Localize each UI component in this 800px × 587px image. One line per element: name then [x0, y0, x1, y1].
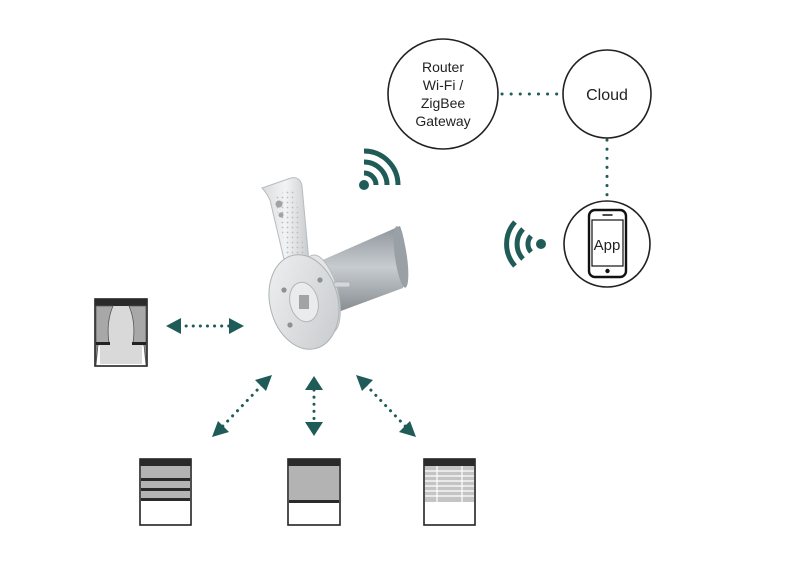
motor-device-icon: [261, 177, 409, 350]
shade-icon: [287, 458, 341, 526]
cloud-node: Cloud: [562, 49, 652, 139]
roller-blind-icon: [139, 458, 192, 526]
router-label-line-2: Wi-Fi /: [423, 77, 464, 93]
arrow-device-curtain: [166, 318, 244, 334]
cloud-label: Cloud: [586, 87, 628, 104]
router-label-line-1: Router: [422, 59, 464, 75]
curtain-icon: [94, 298, 148, 367]
router-node: Router Wi-Fi / ZigBee Gateway: [387, 38, 499, 150]
arrow-device-roller-blind: [212, 375, 272, 437]
phone-node: App: [563, 200, 651, 288]
wifi-signal-icon: [504, 220, 546, 268]
router-label-line-3: ZigBee: [421, 95, 466, 111]
arrow-device-venetian-blind: [356, 375, 416, 437]
app-label: App: [594, 237, 621, 254]
router-label-line-4: Gateway: [415, 113, 470, 129]
wifi-signal-icon: [359, 148, 401, 190]
arrow-device-shade: [305, 376, 323, 436]
venetian-blind-icon: [423, 458, 476, 526]
smartphone-icon: [587, 208, 628, 279]
